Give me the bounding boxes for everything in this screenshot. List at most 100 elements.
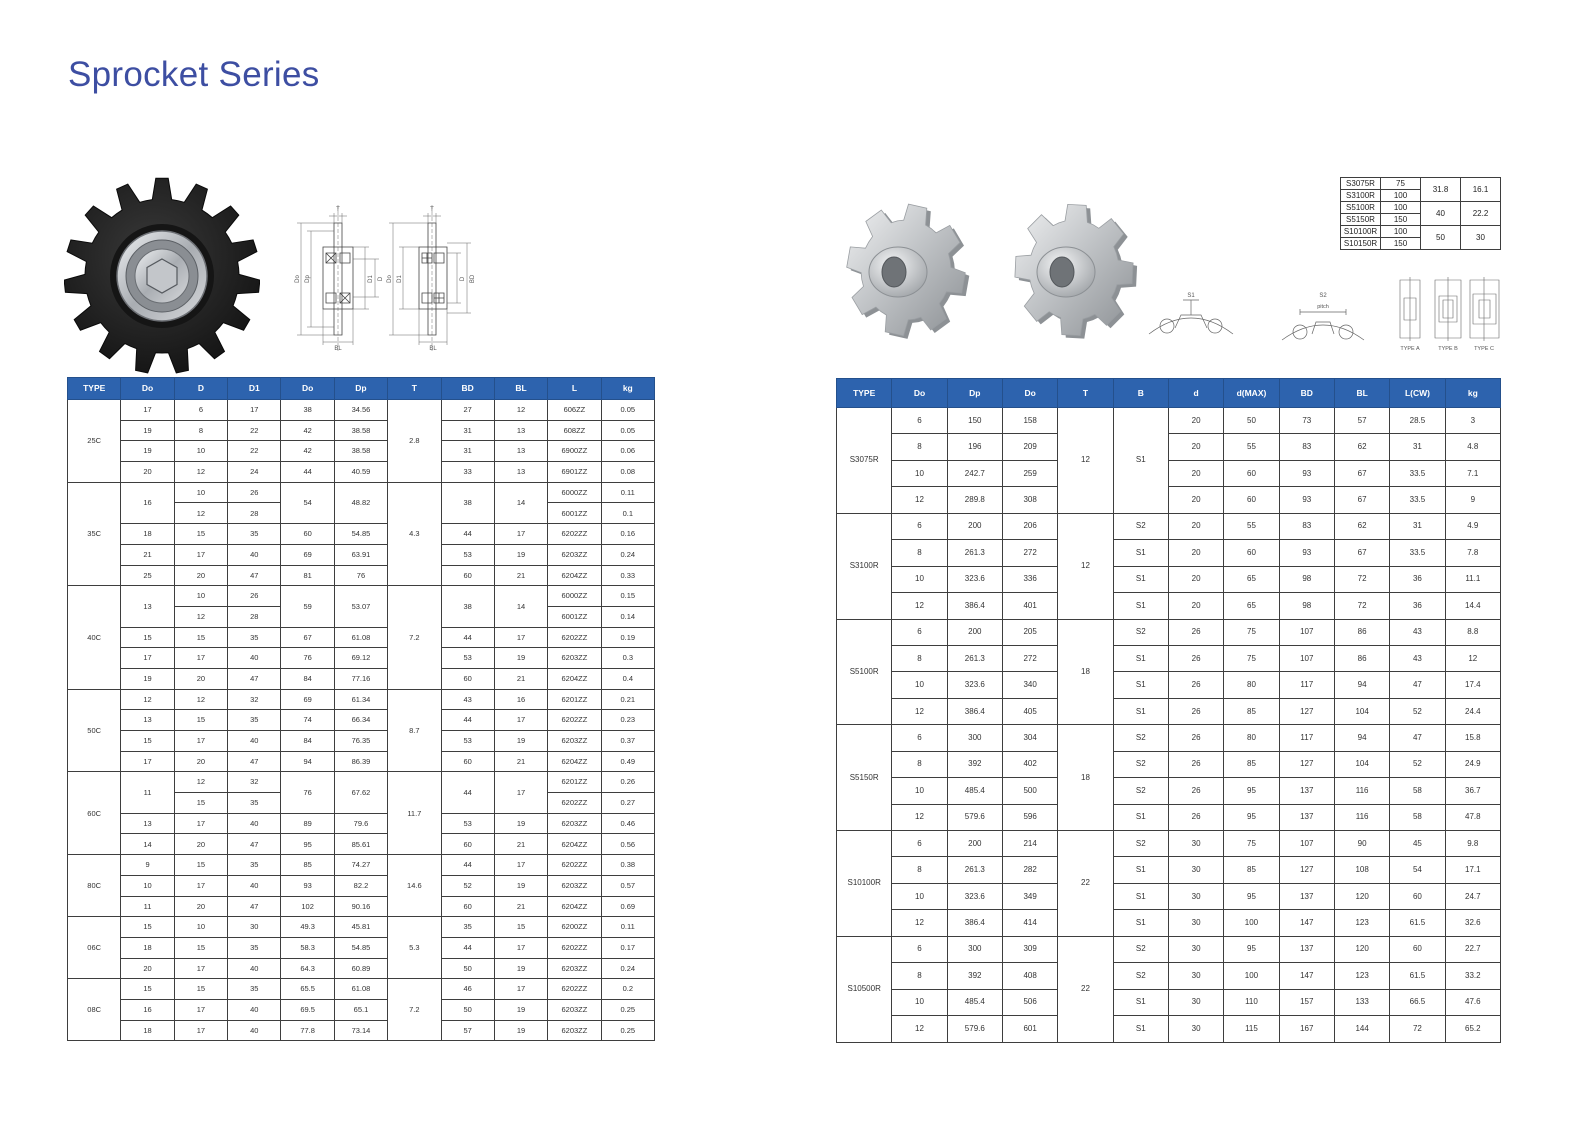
cell-kg: 4.9 bbox=[1444, 512, 1502, 541]
cell-bl: 19 bbox=[493, 647, 549, 669]
table-row: S3075R 75 31.8 16.1 bbox=[1340, 177, 1501, 202]
cell-b: S1 bbox=[1112, 1015, 1169, 1043]
cell-do: 8 bbox=[891, 856, 948, 884]
cell-do: 17 bbox=[120, 647, 175, 669]
cell-d-max: 75 bbox=[1223, 618, 1280, 646]
cell-t: 18 bbox=[1057, 618, 1114, 726]
cell-do: 69.5 bbox=[280, 998, 335, 1021]
cell-do: 272 bbox=[1001, 539, 1059, 567]
cell-t: 7.2 bbox=[387, 585, 442, 690]
cell-kg: 0.24 bbox=[600, 957, 656, 980]
cell-l: 6202ZZ bbox=[547, 523, 602, 545]
cell-d: 30 bbox=[1167, 882, 1225, 911]
cell-kg: 7.1 bbox=[1444, 459, 1502, 488]
cell-do: 12 bbox=[891, 486, 948, 514]
cell-d1: 22 bbox=[227, 440, 282, 463]
cell-kg: 0.25 bbox=[600, 1019, 656, 1042]
cell-bl: 104 bbox=[1333, 697, 1391, 726]
column-header-b: B bbox=[1112, 378, 1169, 408]
ref-pair-a: 50 bbox=[1420, 225, 1461, 250]
label-pitch: pitch bbox=[1317, 304, 1329, 310]
cell-do: 6 bbox=[891, 406, 948, 435]
cell-do: 6 bbox=[891, 935, 948, 964]
cell-do: 206 bbox=[1001, 512, 1059, 541]
type-drawings: TYPE A TYPE B TYPE C bbox=[1399, 277, 1500, 352]
cell-dp: 289.8 bbox=[946, 486, 1003, 514]
cell-d: 26 bbox=[1167, 618, 1225, 646]
cell-b: S1 bbox=[1112, 856, 1169, 884]
cell-dp: 82.2 bbox=[333, 874, 389, 897]
cell-kg: 4.8 bbox=[1444, 433, 1502, 461]
cell-d1: 47 bbox=[227, 833, 282, 856]
cell-t: 7.2 bbox=[387, 978, 442, 1042]
cell-do: 282 bbox=[1001, 856, 1059, 884]
cell-d-max: 85 bbox=[1223, 750, 1280, 779]
cell-l-cw: 36 bbox=[1389, 565, 1446, 594]
cell-bl: 120 bbox=[1333, 882, 1391, 911]
cell-bl: 14 bbox=[493, 585, 549, 628]
cell-do: 16 bbox=[120, 998, 175, 1021]
label-dp: Dp bbox=[305, 275, 311, 283]
cell-dp: 38.58 bbox=[333, 440, 389, 463]
cell-kg: 0.1 bbox=[600, 502, 656, 525]
cell-bl: 19 bbox=[493, 1019, 549, 1042]
cell-dp: 300 bbox=[946, 724, 1003, 752]
cell-d: 20 bbox=[1167, 406, 1225, 435]
cell-dp: 200 bbox=[946, 618, 1003, 646]
cell-l: 6204ZZ bbox=[547, 833, 602, 856]
cell-bd: 127 bbox=[1278, 750, 1335, 779]
cell-kg: 47.6 bbox=[1444, 988, 1502, 1017]
bore bbox=[1049, 256, 1075, 288]
cell-bd: 127 bbox=[1278, 856, 1335, 884]
cell-bl: 21 bbox=[493, 564, 549, 587]
profile-lines bbox=[1281, 309, 1365, 341]
label-t: T bbox=[430, 207, 434, 213]
cell-b: S2 bbox=[1112, 777, 1169, 805]
cell-bl: 67 bbox=[1333, 539, 1391, 567]
cell-bl: 19 bbox=[493, 543, 549, 566]
cell-bd: 50 bbox=[440, 957, 495, 980]
cell-d-max: 100 bbox=[1223, 962, 1280, 990]
cell-d: 20 bbox=[173, 895, 229, 918]
cell-bl: 17 bbox=[493, 709, 549, 731]
cell-bd: 73 bbox=[1278, 406, 1335, 435]
cell-bd: 60 bbox=[440, 564, 495, 587]
cell-bl: 17 bbox=[493, 523, 549, 545]
stainless-sprocket-photo-2 bbox=[1014, 203, 1138, 339]
cell-type: S10500R bbox=[835, 935, 893, 1043]
cell-do: 64.3 bbox=[280, 957, 335, 980]
cell-l-cw: 31 bbox=[1389, 512, 1446, 541]
cell-kg: 0.3 bbox=[600, 647, 656, 669]
dimension-lines bbox=[297, 213, 379, 345]
cell-bl: 62 bbox=[1333, 433, 1391, 461]
cell-l-cw: 60 bbox=[1389, 882, 1446, 911]
cell-t: 8.7 bbox=[387, 688, 442, 773]
cell-do: 214 bbox=[1001, 829, 1059, 858]
cell-d: 15 bbox=[173, 709, 229, 731]
cell-b: S1 bbox=[1112, 644, 1169, 673]
cell-bl: 133 bbox=[1333, 988, 1391, 1017]
cell-d1: 40 bbox=[227, 730, 282, 752]
cell-bl: 21 bbox=[493, 667, 549, 690]
cell-dp: 579.6 bbox=[946, 1015, 1003, 1043]
cell-kg: 0.38 bbox=[600, 854, 656, 876]
cell-d: 8 bbox=[173, 419, 229, 442]
cell-do: 85 bbox=[280, 854, 335, 876]
cell-kg: 0.69 bbox=[600, 895, 656, 918]
cell-do: 272 bbox=[1001, 644, 1059, 673]
cell-d1: 47 bbox=[227, 667, 282, 690]
cell-bd: 44 bbox=[440, 523, 495, 545]
cell-bd: 60 bbox=[440, 667, 495, 690]
cell-l: 6203ZZ bbox=[547, 874, 602, 897]
cell-kg: 8.8 bbox=[1444, 618, 1502, 646]
cell-do: 76 bbox=[280, 771, 335, 814]
